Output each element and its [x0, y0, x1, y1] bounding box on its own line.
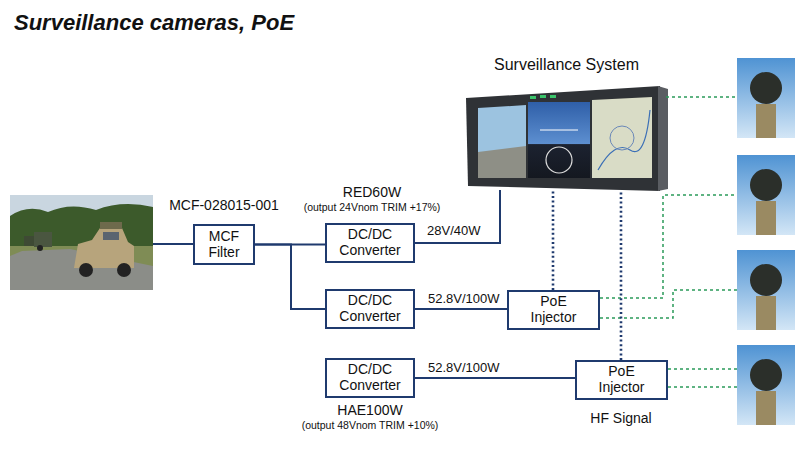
diagram-title: Surveillance cameras, PoE: [14, 10, 294, 36]
power-line: [255, 245, 325, 310]
camera-mast: [756, 391, 776, 425]
status-led: [530, 96, 536, 99]
box-text: PoE Injector: [587, 364, 656, 395]
camera-dome: [750, 169, 782, 201]
camera-photos: [737, 58, 795, 425]
part-note: (output 24Vnom TRIM +17%): [262, 201, 482, 213]
edge-label: 28V/40W: [427, 223, 480, 238]
camera-sky: [737, 345, 795, 425]
camera-sky: [737, 58, 795, 138]
converter-box: DC/DC Converter: [325, 289, 415, 329]
camera-mast: [756, 104, 776, 138]
box-text: DC/DC Converter: [331, 362, 409, 393]
power-line: [255, 244, 325, 246]
poe-cable: [668, 386, 737, 388]
camera-photo: [737, 250, 795, 330]
box-text: PoE Injector: [519, 294, 588, 325]
camera-dome: [750, 72, 782, 104]
filter-box: MCF Filter: [193, 224, 255, 265]
signal-name: HF Signal: [511, 410, 731, 426]
box-text: DC/DC Converter: [331, 293, 409, 324]
display-side: [658, 86, 668, 191]
camera-sky: [737, 155, 795, 235]
injector-box: PoE Injector: [575, 360, 668, 400]
screen-flight-display: [528, 102, 590, 178]
poe-cable: [600, 290, 737, 318]
camera-mast: [756, 201, 776, 235]
photo-truck: [24, 236, 34, 246]
photo-wheel: [37, 245, 43, 251]
camera-dome: [750, 359, 782, 391]
converter-box: DC/DC Converter: [325, 223, 415, 263]
display-unit: Surveillance System: [468, 56, 665, 190]
screen-compass: [546, 147, 572, 173]
photo-humvee-window: [103, 232, 119, 240]
data-link: [552, 190, 555, 290]
edge-label: 52.8V/100W: [428, 360, 500, 375]
photo-truck: [34, 232, 52, 247]
part-number: MCF-028015-001: [114, 197, 334, 213]
poe-cable: [666, 96, 737, 98]
camera-mast: [756, 296, 776, 330]
edge-label: 52.8V/100W: [428, 291, 500, 306]
part-name: RED60W: [262, 184, 482, 200]
data-link: [620, 190, 623, 360]
photo-wheel: [117, 263, 131, 277]
status-led: [550, 95, 556, 98]
power-line: [415, 190, 500, 243]
map-ring: [610, 126, 634, 150]
screen-ground: [478, 146, 526, 178]
display-illustration: [466, 86, 668, 191]
part-name: HAE100W: [260, 402, 480, 418]
poe-cables: [600, 97, 737, 387]
screen-map: [592, 97, 652, 178]
camera-dome: [750, 264, 782, 296]
camera-photo: [737, 58, 795, 138]
power-line: [415, 377, 575, 379]
status-led: [540, 95, 546, 98]
camera-photo: [737, 345, 795, 425]
poe-cable: [600, 195, 737, 298]
photo-wheel: [79, 263, 93, 277]
supply-wire: [153, 243, 193, 245]
power-line: [415, 308, 507, 310]
poe-cable: [668, 368, 737, 370]
photo-humvee-load: [100, 222, 122, 229]
box-text: Surveillance System: [468, 56, 665, 74]
photo-humvee: [74, 228, 134, 268]
converter-box: DC/DC Converter: [325, 358, 415, 398]
vehicle-photo: [10, 195, 153, 290]
injector-box: PoE Injector: [507, 290, 600, 330]
screen-horizon: [540, 130, 578, 131]
map-route: [598, 110, 650, 170]
photo-sky: [10, 195, 153, 290]
camera-photo: [737, 155, 795, 235]
part-note: (output 48Vnom TRIM +10%): [260, 419, 480, 431]
box-text: MCF Filter: [199, 229, 249, 260]
display-bezel: [466, 86, 660, 191]
camera-sky: [737, 250, 795, 330]
screen-camera-view: [478, 105, 526, 178]
box-text: DC/DC Converter: [331, 227, 409, 258]
